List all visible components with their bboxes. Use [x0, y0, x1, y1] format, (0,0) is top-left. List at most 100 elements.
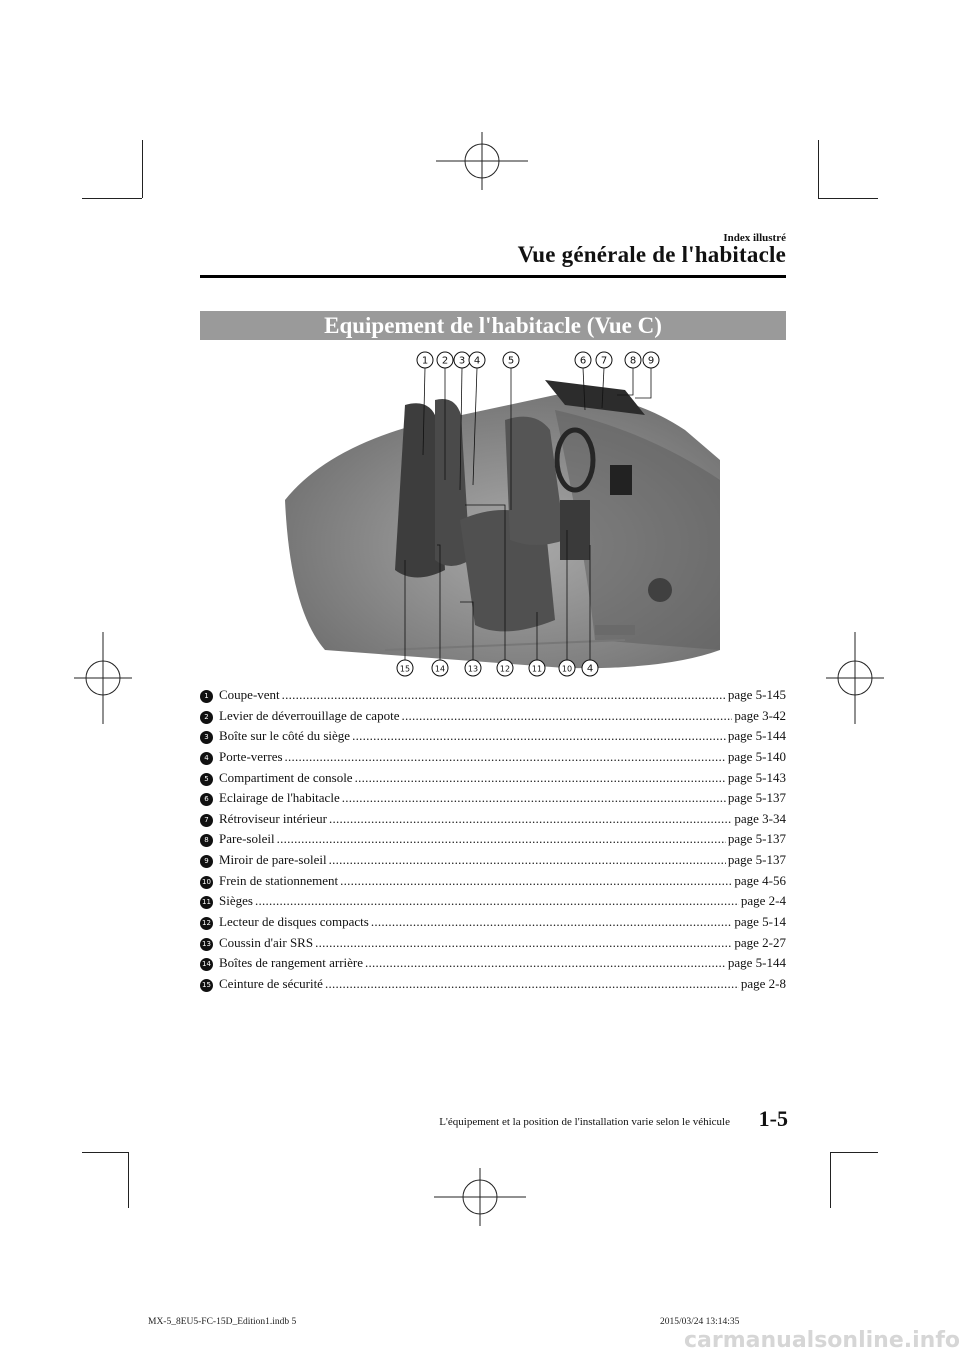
index-label: Eclairage de l'habitacle [219, 790, 340, 806]
callout-15-bottom: 15 [396, 659, 414, 677]
registration-mark-left [74, 632, 132, 724]
svg-text:13: 13 [468, 665, 478, 674]
callout-13-bottom: 13 [464, 659, 482, 677]
callout-5-top: 5 [502, 351, 520, 369]
index-number-badge: 4 [200, 751, 213, 765]
index-number-badge: 5 [200, 772, 213, 786]
leader-dots [401, 708, 732, 724]
index-label: Sièges [219, 893, 253, 909]
index-row: 14 Boîtes de rangement arrière page 5-144 [200, 955, 786, 976]
index-row: 9 Miroir de pare-soleil page 5-137 [200, 852, 786, 873]
index-label: Levier de déverrouillage de capote [219, 707, 400, 723]
svg-text:4: 4 [474, 356, 480, 367]
index-page-ref: page 5-137 [727, 852, 786, 868]
callout-11-bottom: 11 [528, 659, 546, 677]
index-page-ref: page 3-42 [734, 707, 786, 723]
index-row: 2 Levier de déverrouillage de capote page … [200, 708, 786, 729]
leader-dots [371, 914, 733, 930]
callout-4-top: 4 [468, 351, 486, 369]
callout-12-bottom: 12 [496, 659, 514, 677]
callout-10-bottom: 10 [558, 659, 576, 677]
callout-3-top: 3 [453, 351, 471, 369]
index-label: Boîte sur le côté du siège [219, 728, 351, 744]
leader-dots [352, 728, 726, 744]
index-page-ref: page 4-56 [734, 872, 786, 888]
callout-7-top: 7 [595, 351, 613, 369]
svg-text:2: 2 [442, 356, 448, 367]
print-timestamp: 2015/03/24 13:14:35 [660, 1317, 740, 1327]
leader-dots [340, 873, 732, 889]
index-number-badge: 9 [200, 855, 213, 869]
index-row: 10 Frein de stationnement page 4-56 [200, 873, 786, 894]
svg-text:9: 9 [648, 356, 654, 367]
leader-dots [329, 811, 732, 827]
index-number-badge: 15 [200, 978, 213, 992]
svg-text:1: 1 [422, 356, 428, 367]
leader-dots [355, 770, 726, 786]
registration-mark-bottom [434, 1168, 526, 1226]
header-divider [200, 275, 786, 278]
svg-text:10: 10 [562, 665, 572, 674]
section-banner: Equipement de l'habitacle (Vue C) [200, 311, 786, 340]
index-page-ref: page 5-143 [727, 769, 786, 785]
index-row: 11Siègespage 2-4 [200, 893, 786, 914]
leader-dots [329, 852, 726, 868]
index-number-badge: 1 [200, 690, 213, 703]
callout-leaders [404, 367, 652, 660]
callout-8-top: 8 [624, 351, 642, 369]
page-number: 1-5 [758, 1106, 788, 1131]
index-label: Pare-soleil [219, 831, 275, 847]
callout-2-top: 2 [436, 351, 454, 369]
registration-mark-top [436, 132, 528, 190]
svg-text:14: 14 [435, 665, 445, 674]
index-page-ref: page 5-137 [727, 831, 786, 847]
index-label: Frein de stationnement [219, 872, 339, 888]
leader-dots [255, 893, 739, 909]
index-label: Porte-verres [219, 748, 283, 764]
index-page-ref: page 2-27 [734, 934, 786, 950]
index-number-badge: 13 [200, 937, 213, 951]
section-label: Index illustré [723, 232, 786, 244]
index-label: Miroir de pare-soleil [219, 852, 327, 868]
index-number-badge: 14 [200, 958, 213, 972]
index-page-ref: page 2-4 [740, 893, 786, 909]
callout-9-top: 9 [642, 351, 660, 369]
index-label: Lecteur de disques compacts [219, 914, 369, 930]
index-label: Coupe-vent [219, 687, 280, 702]
index-page-ref: page 2-8 [740, 975, 786, 991]
svg-text:11: 11 [532, 665, 542, 674]
index-number-badge: 7 [200, 813, 213, 827]
index-page-ref: page 5-140 [727, 748, 786, 764]
index-row: 4 Porte-verres page 5-140 [200, 749, 786, 770]
leader-dots [342, 790, 726, 806]
index-page-ref: page 5-144 [727, 728, 786, 744]
registration-mark-right [826, 632, 884, 724]
watermark: carmanualsonline.info [684, 1328, 960, 1353]
svg-text:7: 7 [601, 356, 607, 367]
index-number-badge: 2 [200, 710, 213, 724]
index-label: Rétroviseur intérieur [219, 810, 327, 826]
index-number-badge: 3 [200, 731, 213, 745]
index-number-badge: 10 [200, 875, 213, 889]
callout-1-top: 1 [416, 351, 434, 369]
index-label: Boîtes de rangement arrière [219, 955, 364, 971]
index-number-badge: 12 [200, 917, 213, 931]
index-page-ref: page 5-14 [734, 914, 786, 930]
callout-6-top: 6 [574, 351, 592, 369]
callout-4-bottom: 4 [581, 659, 599, 677]
svg-text:5: 5 [508, 356, 514, 367]
svg-text:8: 8 [630, 356, 636, 367]
index-page-ref: page 5-144 [727, 955, 786, 971]
callout-14-bottom: 14 [431, 659, 449, 677]
index-page-ref: page 5-145 [727, 687, 786, 702]
svg-text:3: 3 [459, 356, 465, 367]
leader-dots [315, 935, 732, 951]
index-row: 3 Boîte sur le côté du siège page 5-144 [200, 728, 786, 749]
page-title: Vue générale de l'habitacle [517, 242, 786, 267]
